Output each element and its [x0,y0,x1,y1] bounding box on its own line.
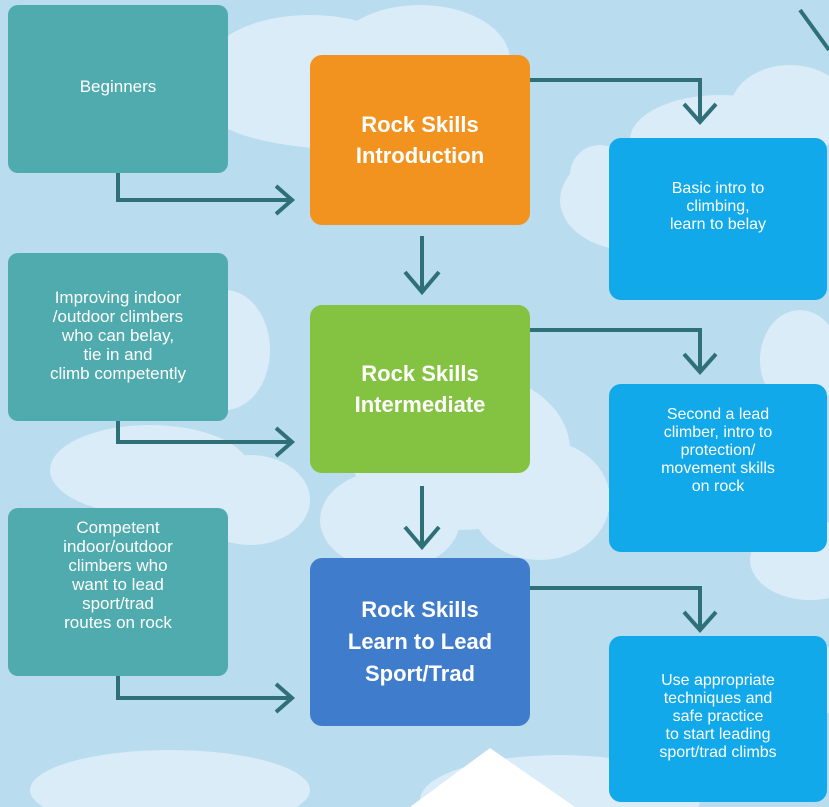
outcome-text: Second a lead climber, intro to protecti… [661,406,775,495]
course-title: Rock Skills Learn to Lead Sport/Trad [347,597,493,686]
audience-text: Beginners [79,77,157,96]
course-box-intermediate: Rock Skills Intermediate [310,305,530,473]
course-title: Rock Skills Introduction [355,112,485,168]
outcome-box-introduction: Basic intro to climbing, learn to belay [609,138,827,300]
course-box-learn-to-lead: Rock Skills Learn to Lead Sport/Trad [310,558,530,726]
audience-text: Competent indoor/outdoor climbers who wa… [63,518,173,632]
audience-text: Improving indoor /outdoor climbers who c… [49,287,187,383]
audience-box-competent: Competent indoor/outdoor climbers who wa… [8,508,228,676]
outcome-text: Use appropriate techniques and safe prac… [659,672,777,761]
course-box-introduction: Rock Skills Introduction [310,55,530,225]
outcome-box-intermediate: Second a lead climber, intro to protecti… [609,384,827,552]
outcome-box-learn-to-lead: Use appropriate techniques and safe prac… [609,636,827,802]
course-title: Rock Skills Intermediate [354,361,486,417]
audience-box-improving: Improving indoor /outdoor climbers who c… [8,253,228,421]
audience-box-beginners: Beginners [8,5,228,173]
outcome-text: Basic intro to climbing, learn to belay [669,180,767,233]
